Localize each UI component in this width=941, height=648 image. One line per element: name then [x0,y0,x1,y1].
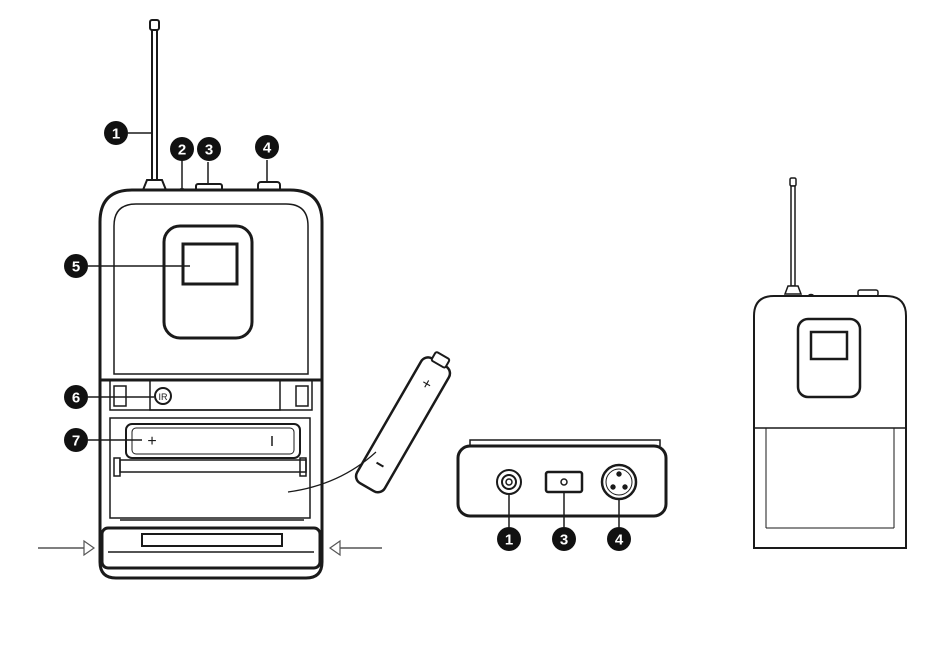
edge-callout-3: 3 [552,527,576,551]
callout-jack-number: 4 [263,140,272,157]
lcd-screen [181,242,239,286]
callout-display-number: 5 [72,259,80,276]
callout-led: 2 [170,137,194,161]
edge-xlr-jack [600,463,638,501]
battery-cell [125,423,301,459]
edge-view [456,439,668,527]
front-antenna-tip [789,177,797,187]
callout-battery-number: 7 [72,433,80,450]
edge-led-port [496,469,522,495]
edge-callout-4-number: 4 [615,532,624,549]
callout-button-number: 3 [205,142,213,159]
front-lcd-screen [809,330,849,361]
edge-switch [544,470,584,494]
callout-antenna-number: 1 [112,126,120,143]
callout-ir-number: 6 [72,390,80,407]
antenna [141,19,168,191]
battery-wire [287,451,377,493]
callout-button: 3 [197,137,221,161]
main-view: IR + + [38,19,452,580]
battery-plus-mark: + [147,433,156,450]
edge-callout-4: 4 [607,527,631,551]
callout-led-number: 2 [178,142,186,159]
left-squeeze-arrow [38,539,96,557]
edge-callout-3-number: 3 [560,532,568,549]
front-antenna [790,185,796,287]
callout-battery: 7 [64,428,88,452]
ir-sensor [154,387,172,405]
ir-label: IR [159,392,169,402]
loose-battery: + [354,351,452,494]
right-squeeze-arrow [328,539,382,557]
edge-callout-1: 1 [497,527,521,551]
callout-jack: 4 [255,135,279,159]
callout-ir: 6 [64,385,88,409]
callout-display: 5 [64,254,88,278]
front-body [753,295,907,549]
edge-callout-1-number: 1 [505,532,513,549]
main-callouts: 1 2 3 4 5 6 7 [64,121,279,452]
callout-antenna: 1 [104,121,128,145]
edge-callouts: 1 3 4 [497,527,631,551]
front-view [753,177,907,549]
